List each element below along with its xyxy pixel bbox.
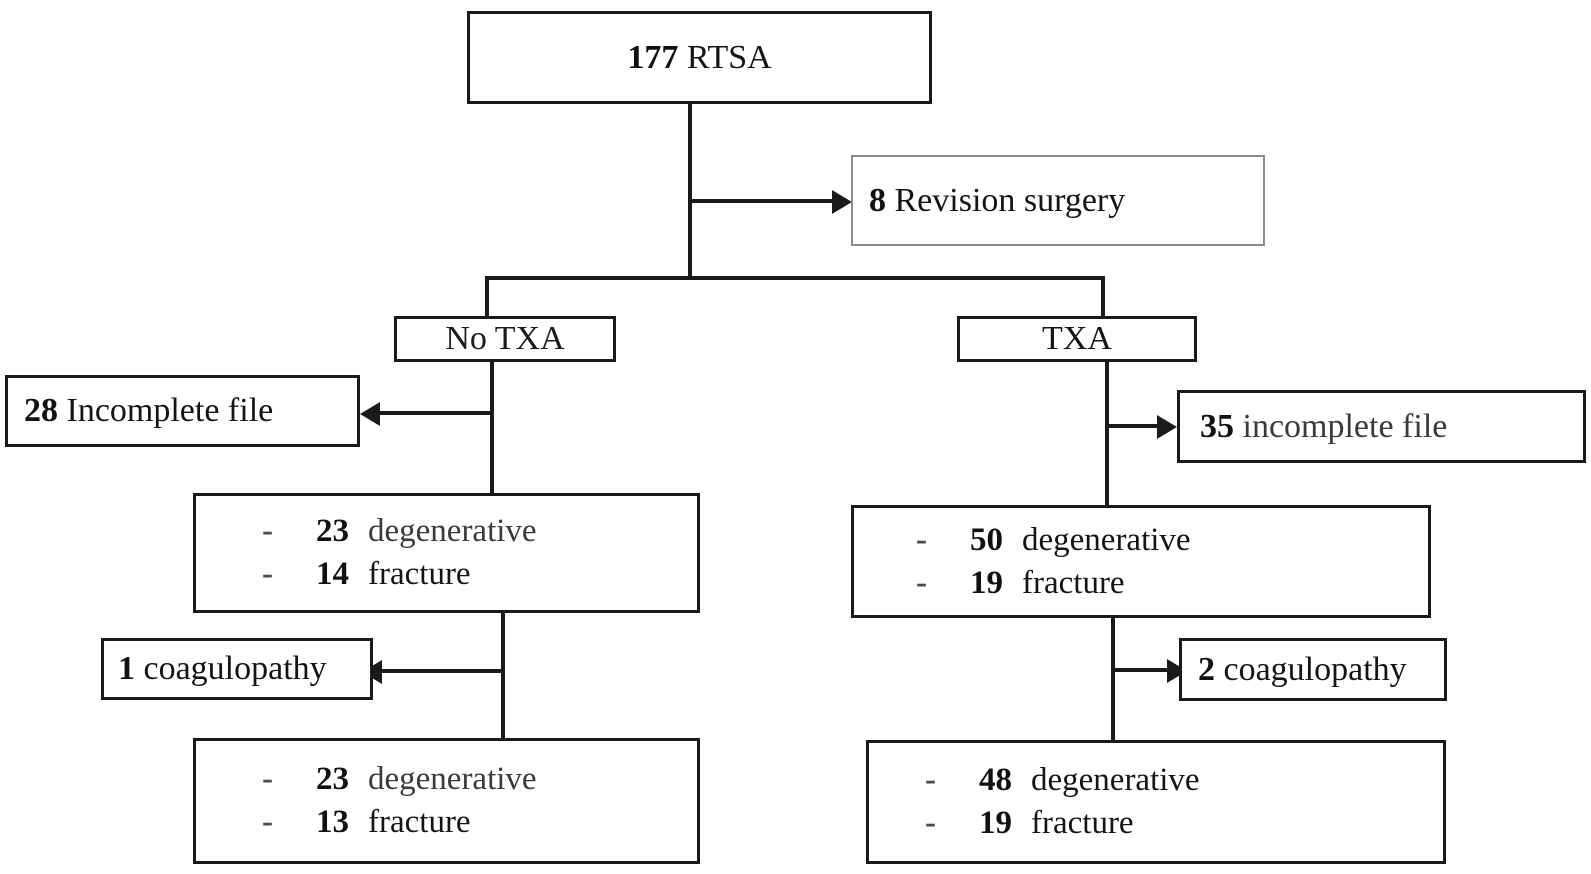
node-txa-group-list: - 50 degenerative - 19 fracture [854,522,1191,602]
node-no-txa-incomplete: 28 Incomplete file [5,375,360,447]
bullet-dash: - [916,564,927,601]
node-no-txa-coagulopathy-text: 1 coagulopathy [118,649,327,688]
list-item-number: 23 [316,761,349,797]
node-root: 177 RTSA [467,11,932,104]
node-txa: TXA [957,316,1197,362]
node-revision-number: 8 [869,181,886,219]
list-item-number: 19 [979,805,1012,841]
connector-no-txa-to-incomplete [380,411,492,415]
node-txa-incomplete-label: incomplete file [1242,407,1448,445]
connector-root-trunk [688,104,692,280]
node-txa-coagulopathy: 2 coagulopathy [1179,638,1447,701]
list-item-number: 50 [970,521,1003,558]
connector-no-txa-group-to-final [501,613,505,739]
list-item: - 19 fracture [925,805,1200,842]
bullet-dash: - [925,762,936,798]
node-txa-incomplete-text: 35 incomplete file [1200,407,1447,446]
node-root-number: 177 [627,38,679,76]
list-item: - 50 degenerative [916,522,1191,559]
arrowhead-no-txa-to-incomplete [360,402,380,426]
node-txa-label: TXA [1042,320,1112,358]
node-no-txa-coagulopathy: 1 coagulopathy [101,638,373,700]
node-no-txa-incomplete-text: 28 Incomplete file [24,391,273,430]
list-item: - 13 fracture [262,804,537,841]
list-item: - 48 degenerative [925,762,1200,799]
node-txa-incomplete-number: 35 [1200,407,1234,445]
node-txa-coagulopathy-label: coagulopathy [1223,650,1407,688]
connector-root-to-revision [688,199,838,203]
list-item-label: degenerative [1031,762,1200,798]
list-item: - 14 fracture [262,556,537,593]
node-txa-coagulopathy-number: 2 [1198,650,1215,688]
connector-splitter [485,276,1105,280]
arrowhead-root-to-revision [832,190,852,214]
list-item-label: degenerative [368,513,537,549]
list-item-label: degenerative [368,761,537,797]
connector-no-txa-to-coagulopathy [382,669,503,673]
node-txa-final-list: - 48 degenerative - 19 fracture [869,762,1200,842]
node-root-text: 177 RTSA [627,38,771,77]
list-item: - 23 degenerative [262,761,537,798]
connector-splitter-left-drop [485,276,489,318]
connector-txa-group-to-final [1111,617,1115,741]
list-item-label: fracture [1022,564,1125,601]
list-item-label: degenerative [1022,521,1191,558]
list-item-number: 14 [316,556,349,592]
bullet-dash: - [262,556,273,592]
node-txa-group: - 50 degenerative - 19 fracture [851,505,1431,618]
bullet-dash: - [262,804,273,840]
list-item-number: 48 [979,762,1012,798]
node-revision: 8 Revision surgery [851,155,1265,246]
node-txa-incomplete: 35 incomplete file [1177,390,1586,463]
list-item-label: fracture [368,804,471,840]
list-item: - 19 fracture [916,565,1191,602]
node-txa-final: - 48 degenerative - 19 fracture [866,740,1446,864]
connector-txa-trunk [1105,361,1109,507]
node-no-txa-group: - 23 degenerative - 14 fracture [193,493,700,613]
node-no-txa: No TXA [394,316,616,362]
connector-no-txa-trunk [490,361,494,496]
node-no-txa-final-list: - 23 degenerative - 13 fracture [196,761,537,841]
node-no-txa-incomplete-number: 28 [24,392,58,430]
node-no-txa-coagulopathy-label: coagulopathy [143,650,327,688]
bullet-dash: - [262,513,273,549]
node-revision-label: Revision surgery [894,181,1126,219]
list-item-label: fracture [368,556,471,592]
node-txa-coagulopathy-text: 2 coagulopathy [1198,650,1407,689]
connector-splitter-right-drop [1101,276,1105,318]
node-no-txa-group-list: - 23 degenerative - 14 fracture [196,513,537,593]
node-no-txa-incomplete-label: Incomplete file [66,392,274,430]
node-no-txa-coagulopathy-number: 1 [118,650,135,688]
list-item-number: 23 [316,513,349,549]
node-revision-text: 8 Revision surgery [869,181,1125,220]
list-item-label: fracture [1031,805,1134,841]
node-root-label: RTSA [686,38,772,76]
list-item-number: 13 [316,804,349,840]
arrowhead-txa-to-incomplete [1157,415,1177,439]
bullet-dash: - [262,761,273,797]
connector-txa-to-coagulopathy [1111,668,1173,672]
node-no-txa-label: No TXA [445,320,565,358]
list-item-number: 19 [970,564,1003,601]
connector-txa-to-incomplete [1105,424,1163,428]
bullet-dash: - [916,521,927,558]
list-item: - 23 degenerative [262,513,537,550]
node-no-txa-final: - 23 degenerative - 13 fracture [193,738,700,864]
bullet-dash: - [925,805,936,841]
